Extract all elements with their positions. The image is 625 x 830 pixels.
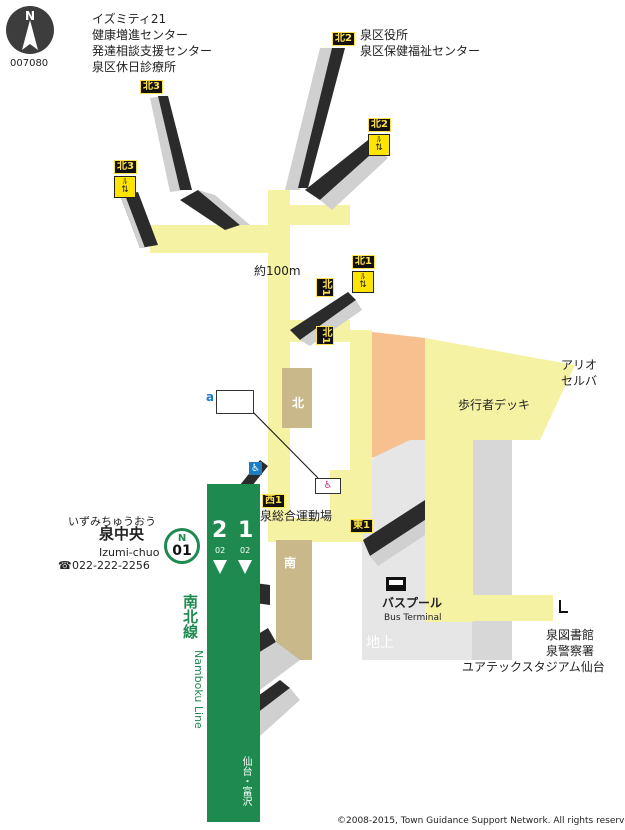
elevator-mark: ﾙ	[123, 177, 127, 186]
station-phone-icon: ☎	[58, 559, 72, 572]
exit-north3-left: 北3	[114, 160, 137, 174]
north-area-label: 北	[292, 396, 305, 410]
facility-leader-line	[245, 404, 319, 479]
facility-icons	[216, 390, 254, 414]
stair-east1	[363, 500, 425, 556]
distance-label: 約100m	[254, 264, 301, 278]
south-tan-block	[276, 540, 312, 660]
upper-corridor	[150, 225, 290, 253]
dest-north3-1: イズミティ21	[92, 12, 167, 26]
pedestrian-deck-label: 歩行者デッキ	[458, 398, 531, 412]
stair-north1-shade	[300, 300, 362, 346]
exit-west1: 西1	[262, 494, 285, 508]
wheelchair-icon: ♿	[249, 462, 262, 475]
deck-connector	[473, 595, 553, 621]
exit-north2: 北2	[332, 32, 355, 46]
ario-block	[425, 338, 575, 440]
deck-vertical	[425, 440, 473, 622]
platform-arrow-1	[238, 560, 252, 574]
platform-arrow-2	[213, 560, 227, 574]
dest-se-3: ユアテックスタジアム仙台	[462, 660, 605, 674]
stair-east1-shade	[370, 520, 425, 566]
station-number-badge: N 01	[164, 528, 200, 564]
copyright: ©2008-2015, Town Guidance Support Networ…	[337, 816, 625, 826]
platform-2-number: 2	[212, 518, 228, 543]
line-name-ja: 南北線	[181, 594, 199, 639]
dest-north3-4: 泉区休日診療所	[92, 60, 177, 74]
platform-1-sub: 02	[240, 546, 251, 555]
stair-diag-left	[180, 190, 240, 230]
exit-north1: 北1	[352, 255, 375, 269]
station-name: 泉中央	[99, 525, 145, 543]
dest-north3-2: 健康増進センター	[92, 28, 189, 42]
elevator-mark: ﾙ	[361, 272, 365, 281]
restroom-icon: ♿	[315, 478, 341, 494]
stair-north1	[290, 292, 356, 340]
exit-north1-vertical-2: 北1	[316, 326, 334, 345]
stair-north2-right	[305, 140, 378, 200]
line-code: N	[177, 533, 187, 544]
station-phone: 022-222-2256	[72, 559, 150, 572]
exit-north1-vertical-1: 北1	[316, 278, 334, 297]
ground-area-shadow	[472, 440, 512, 660]
bus-terminal-label: Bus Terminal	[384, 613, 442, 623]
compass-needle-icon	[22, 20, 38, 50]
ground-label: 地上	[366, 635, 394, 651]
platform-1-number: 1	[238, 518, 254, 543]
facility-tag: a	[206, 390, 215, 404]
elevator-mark: ﾙ	[377, 135, 381, 144]
bus-icon-window	[389, 580, 403, 585]
dest-ario-2: セルバ	[561, 374, 598, 388]
direction-arrow	[559, 600, 568, 613]
station-number: 01	[172, 543, 192, 559]
dest-se-2: 泉警察署	[546, 644, 595, 658]
elevator-north1-icon: ﾙ⇅	[352, 271, 374, 293]
sports-ground-label: 泉総合運動場	[260, 509, 333, 523]
north-tan-block	[282, 368, 312, 428]
dest-north2-2: 泉区保健福祉センター	[360, 44, 481, 58]
lower-corridor	[268, 518, 363, 542]
station-kana: いずみちゅうおう	[68, 515, 156, 528]
line-name-en: Namboku Line	[192, 650, 205, 729]
elevator-north3-icon: ﾙ⇅	[114, 176, 136, 198]
platform-2-sub: 02	[215, 546, 226, 555]
stair-north2-right-shade	[320, 148, 388, 210]
map-code: 007080	[10, 58, 49, 69]
stair-north3-left	[120, 192, 158, 248]
stair-north2-top-dark	[298, 48, 345, 188]
direction-label: 仙台・富沢	[240, 756, 251, 806]
main-corridor	[268, 190, 290, 542]
exit-north3-top: 北3	[140, 80, 163, 94]
stair-north3-left-shade	[120, 195, 145, 248]
exit-east1: 東1	[350, 519, 373, 533]
south-area-label: 南	[284, 556, 297, 570]
station-roman: Izumi-chuo	[99, 546, 160, 559]
dest-ario-1: アリオ	[561, 358, 598, 372]
dest-north3-3: 発達相談支援センター	[92, 44, 213, 58]
compass: N	[6, 6, 54, 54]
deck-link	[350, 330, 372, 470]
dest-se-1: 泉図書館	[546, 628, 595, 642]
stair-diag-left-shade	[198, 190, 250, 225]
elevator-north2-icon: ﾙ⇅	[368, 134, 390, 156]
stair-north3-top-dark	[158, 96, 192, 190]
upper-corridor-right	[290, 205, 350, 225]
namboku-line-track	[207, 484, 260, 822]
pedestrian-deck-orange	[372, 332, 425, 458]
exit-north2-lower: 北2	[368, 118, 391, 132]
dest-north2-1: 泉区役所	[360, 28, 409, 42]
compass-n-label: N	[24, 9, 36, 23]
bus-pool-label: バスプール	[382, 596, 443, 610]
